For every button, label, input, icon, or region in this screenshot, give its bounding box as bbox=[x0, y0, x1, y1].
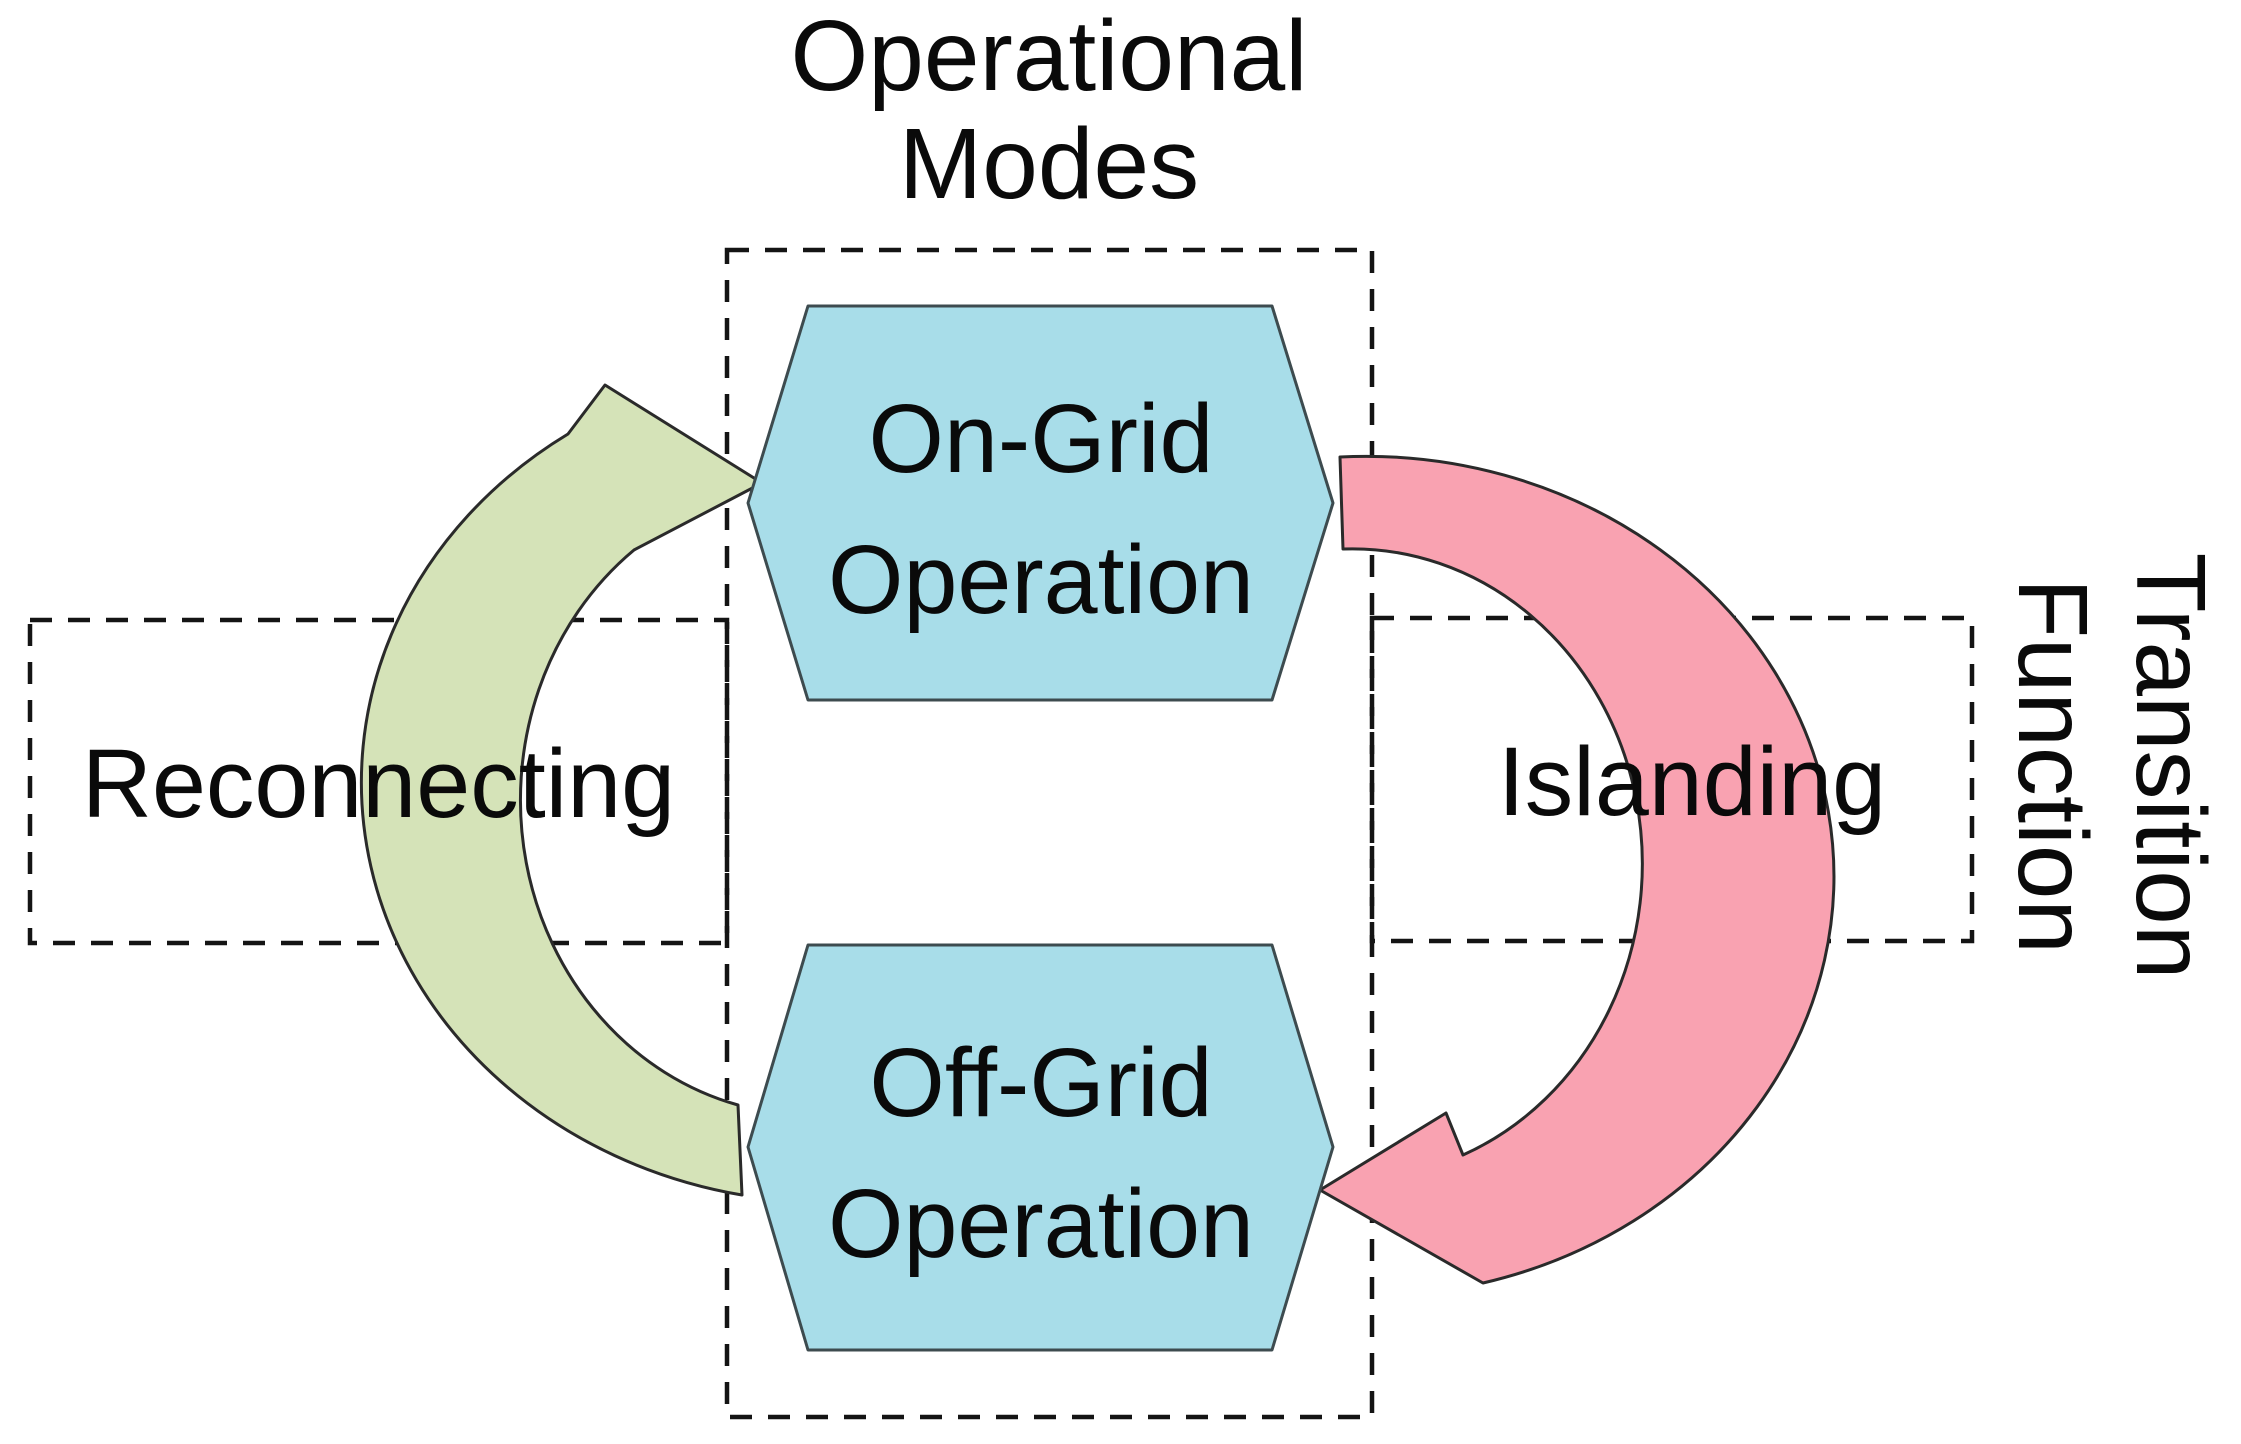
islanding-arrow-icon bbox=[1318, 454, 1836, 1285]
off-grid-line-2: Operation bbox=[828, 1169, 1254, 1278]
reconnecting-label: Reconnecting bbox=[81, 729, 676, 838]
off-grid-line-1: Off-Grid bbox=[869, 1028, 1213, 1137]
on-grid-node-label: On-Grid Operation bbox=[748, 368, 1334, 650]
transition-function-line-2: Function bbox=[1998, 578, 2108, 954]
reconnecting-arrow-icon bbox=[359, 383, 764, 1197]
transition-function-line-1: Transition bbox=[2116, 552, 2226, 980]
title-line-2: Modes bbox=[898, 108, 1200, 220]
off-grid-node bbox=[746, 943, 1335, 1352]
on-grid-node bbox=[746, 304, 1335, 702]
on-grid-line-2: Operation bbox=[828, 525, 1254, 634]
page-title: Operational Modes bbox=[649, 2, 1449, 218]
off-grid-node-label: Off-Grid Operation bbox=[748, 1012, 1334, 1294]
islanding-label: Islanding bbox=[1497, 727, 1887, 836]
on-grid-line-1: On-Grid bbox=[868, 384, 1214, 493]
transition-function-label: Transition Function bbox=[1994, 486, 2230, 1046]
operational-modes-box bbox=[724, 247, 1375, 1420]
title-line-1: Operational bbox=[790, 0, 1308, 112]
reconnecting-box bbox=[27, 617, 730, 946]
